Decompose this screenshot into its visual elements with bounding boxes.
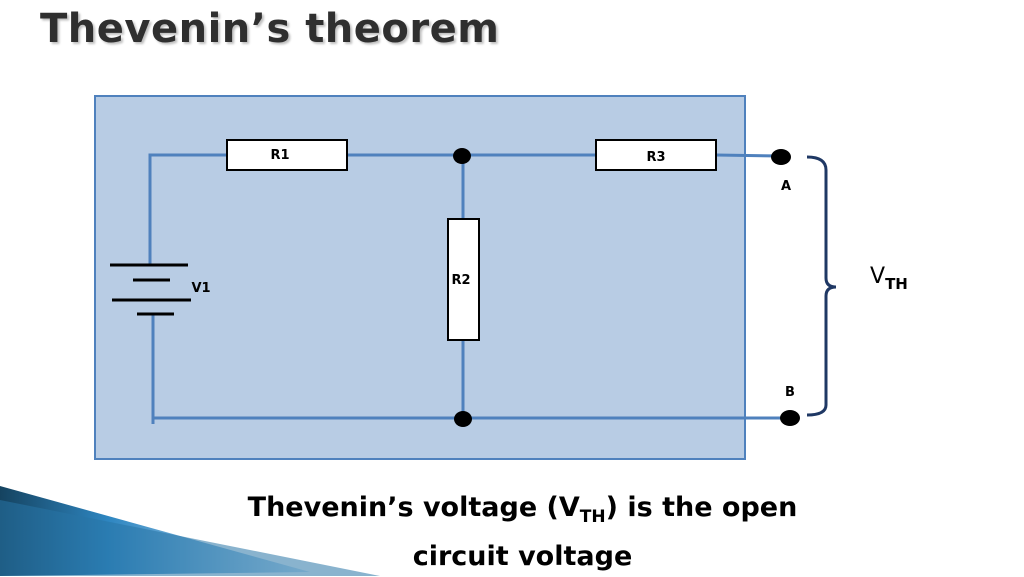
terminal-a-node [771, 149, 791, 165]
terminal-b-label: B [785, 385, 795, 400]
caption-part-2: ) is the open circuit voltage [412, 492, 798, 572]
junction-node-top [453, 148, 471, 164]
caption-text: Thevenin’s voltage (VTH) is the open cir… [240, 488, 805, 577]
terminal-b-node [780, 410, 800, 426]
caption-subscript: TH [579, 507, 606, 527]
v1-label: V1 [191, 281, 210, 296]
r3-label: R3 [646, 150, 665, 165]
r2-label: R2 [451, 273, 470, 288]
vth-label: VTH [870, 264, 908, 293]
wire-r3-terminal-a [715, 153, 782, 158]
vth-main: V [870, 264, 886, 289]
slide-title: Thevenin’s theorem [40, 6, 500, 52]
battery-v1 [110, 263, 191, 316]
wave-shape-light [0, 500, 380, 576]
caption-part-1: Thevenin’s voltage (V [247, 492, 580, 523]
r1-label: R1 [270, 148, 289, 163]
resistor-r1 [226, 139, 348, 171]
vth-subscript: TH [885, 275, 908, 293]
resistor-r3 [595, 139, 717, 171]
vth-brace [806, 155, 837, 417]
terminal-a-label: A [781, 179, 791, 194]
wire-v1-top [148, 153, 227, 265]
junction-node-bottom [454, 411, 472, 427]
resistor-r2 [447, 218, 480, 341]
